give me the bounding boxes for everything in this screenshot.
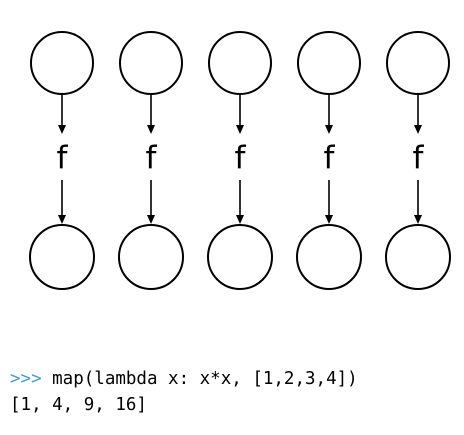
function-label: f — [235, 140, 247, 176]
function-label: f — [413, 140, 425, 176]
output-node — [207, 224, 273, 290]
input-node — [119, 31, 183, 95]
map-column: f — [385, 31, 451, 290]
input-node — [386, 31, 450, 95]
input-node — [30, 31, 94, 95]
input-arrowhead — [414, 125, 422, 134]
output-node — [118, 224, 184, 290]
input-arrowhead — [236, 125, 244, 134]
repl-prompt: >>> — [10, 369, 42, 389]
output-arrowhead — [147, 215, 155, 224]
input-arrowhead — [58, 125, 66, 134]
output-node — [296, 224, 362, 290]
map-column: f — [296, 31, 362, 290]
map-column: f — [118, 31, 184, 290]
map-column: f — [29, 31, 95, 290]
input-node — [297, 31, 361, 95]
output-node — [385, 224, 451, 290]
map-column: f — [207, 31, 273, 290]
output-arrowhead — [414, 215, 422, 224]
output-arrowhead — [325, 215, 333, 224]
function-label: f — [57, 140, 69, 176]
output-arrowhead — [58, 215, 66, 224]
output-arrowhead — [236, 215, 244, 224]
input-arrowhead — [147, 125, 155, 134]
repl-command: map(lambda x: x*x, [1,2,3,4]) — [41, 369, 358, 389]
input-node — [208, 31, 272, 95]
input-arrowhead — [325, 125, 333, 134]
repl-output: [1, 4, 9, 16] — [10, 395, 147, 415]
code-snippet: >>> map(lambda x: x*x, [1,2,3,4]) [1, 4,… — [10, 366, 358, 418]
function-label: f — [146, 140, 158, 176]
output-node — [29, 224, 95, 290]
function-label: f — [324, 140, 336, 176]
